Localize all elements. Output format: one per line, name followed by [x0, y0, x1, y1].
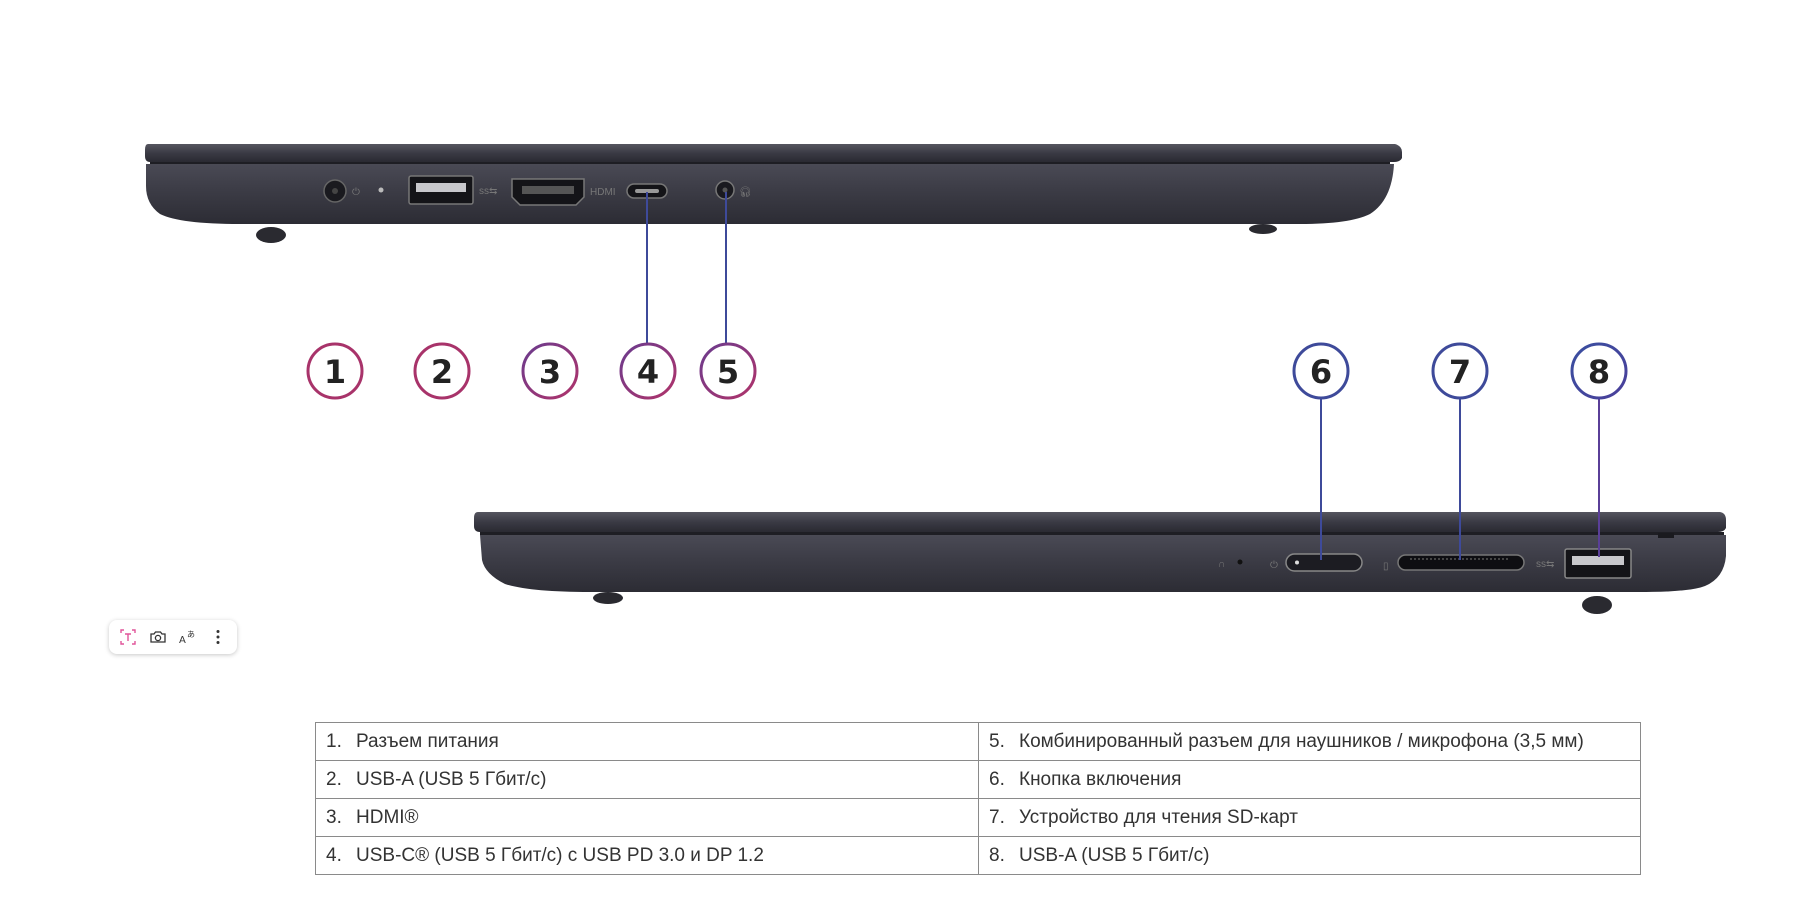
- item-text: Кнопка включения: [1019, 768, 1182, 790]
- translate-icon[interactable]: A あ: [175, 624, 201, 650]
- table-row: 4. USB-C® (USB 5 Гбит/с) с USB PD 3.0 и D…: [315, 836, 1641, 875]
- ports-legend-table: 1. Разъем питания 5. Комбинированный разъе…: [315, 722, 1641, 875]
- table-row: 3. HDMI® 7. Устройство для чтения SD-карт: [315, 798, 1641, 837]
- laptop-foot: [1249, 224, 1277, 234]
- table-cell: 7. Устройство для чтения SD-карт: [978, 798, 1641, 837]
- svg-text:4: 4: [637, 353, 659, 391]
- item-text: Устройство для чтения SD-карт: [1019, 806, 1298, 828]
- sd-card-reader: ▯: [1383, 554, 1525, 572]
- laptop-foot: [593, 592, 623, 604]
- callout-3: 3: [521, 342, 579, 400]
- svg-text:6: 6: [1310, 353, 1332, 391]
- item-text: USB-A (USB 5 Гбит/с): [1019, 844, 1210, 866]
- more-icon[interactable]: [205, 624, 231, 650]
- table-row: 2. USB-A (USB 5 Гбит/с) 6. Кнопка включени…: [315, 760, 1641, 799]
- power-button: ⏻: [1270, 553, 1363, 572]
- table-row: 1. Разъем питания 5. Комбинированный разъе…: [315, 722, 1641, 761]
- svg-text:1: 1: [324, 353, 346, 391]
- camera-icon[interactable]: [145, 624, 171, 650]
- callout-5: 5: [699, 342, 757, 400]
- svg-text:⏻: ⏻: [352, 187, 360, 198]
- item-number: 7.: [989, 806, 1005, 828]
- hdmi-label: HDMI: [590, 187, 616, 198]
- item-number: 3.: [326, 806, 342, 828]
- hdmi-port: HDMI: [511, 178, 616, 206]
- usb-a-port-right: ss⇆: [1536, 548, 1632, 579]
- table-cell: 1. Разъем питания: [315, 722, 979, 761]
- svg-text:5: 5: [717, 353, 739, 391]
- callout-8: 8: [1570, 342, 1628, 400]
- svg-text:ss⇆: ss⇆: [1536, 559, 1554, 570]
- item-number: 5.: [989, 730, 1005, 752]
- table-cell: 5. Комбинированный разъем для наушников /…: [978, 722, 1641, 761]
- usb-c-port: [626, 183, 668, 199]
- item-text: Комбинированный разъем для наушников / м…: [1019, 730, 1584, 752]
- item-number: 2.: [326, 768, 342, 790]
- svg-text:7: 7: [1449, 353, 1471, 391]
- svg-text:🎧︎: 🎧︎: [739, 186, 752, 198]
- laptop-right-side: ∩ ⏻ ▯ ss⇆: [474, 512, 1726, 614]
- text-select-icon[interactable]: [115, 624, 141, 650]
- item-text: Разъем питания: [356, 730, 499, 752]
- laptop-lid: [474, 512, 1726, 532]
- table-cell: 2. USB-A (USB 5 Гбит/с): [315, 760, 979, 799]
- laptop-lid: [145, 144, 1402, 162]
- item-text: HDMI®: [356, 806, 419, 828]
- image-action-toolbar: A あ: [109, 620, 237, 654]
- svg-text:A: A: [179, 635, 186, 646]
- callout-2: 2: [413, 342, 471, 400]
- table-cell: 8. USB-A (USB 5 Гбит/с): [978, 836, 1641, 875]
- item-number: 8.: [989, 844, 1005, 866]
- svg-text:8: 8: [1588, 353, 1610, 391]
- item-number: 1.: [326, 730, 342, 752]
- svg-text:あ: あ: [187, 630, 195, 639]
- svg-text:2: 2: [431, 353, 453, 391]
- table-cell: 4. USB-C® (USB 5 Гбит/с) с USB PD 3.0 и D…: [315, 836, 979, 875]
- callout-4: 4: [619, 342, 677, 400]
- svg-text:ss⇆: ss⇆: [479, 186, 497, 197]
- laptop-foot: [256, 227, 286, 243]
- item-number: 6.: [989, 768, 1005, 790]
- callout-1: 1: [306, 342, 364, 400]
- callout-7: 7: [1431, 342, 1489, 400]
- item-number: 4.: [326, 844, 342, 866]
- laptop-left-side: ⏻ ss⇆ HDMI 🎧︎: [145, 144, 1402, 243]
- laptop-foot: [1582, 596, 1612, 614]
- callout-6: 6: [1292, 342, 1350, 400]
- table-cell: 6. Кнопка включения: [978, 760, 1641, 799]
- item-text: USB-A (USB 5 Гбит/с): [356, 768, 547, 790]
- audio-jack-port: 🎧︎: [715, 180, 752, 200]
- callout-lines: [334, 190, 1600, 560]
- svg-text:3: 3: [539, 353, 561, 391]
- laptop-base: [480, 535, 1726, 592]
- item-text: USB-C® (USB 5 Гбит/с) с USB PD 3.0 и DP …: [356, 844, 764, 866]
- svg-text:∩: ∩: [1218, 559, 1225, 570]
- svg-text:⏻: ⏻: [1270, 560, 1278, 571]
- svg-text:▯: ▯: [1383, 561, 1389, 572]
- table-cell: 3. HDMI®: [315, 798, 979, 837]
